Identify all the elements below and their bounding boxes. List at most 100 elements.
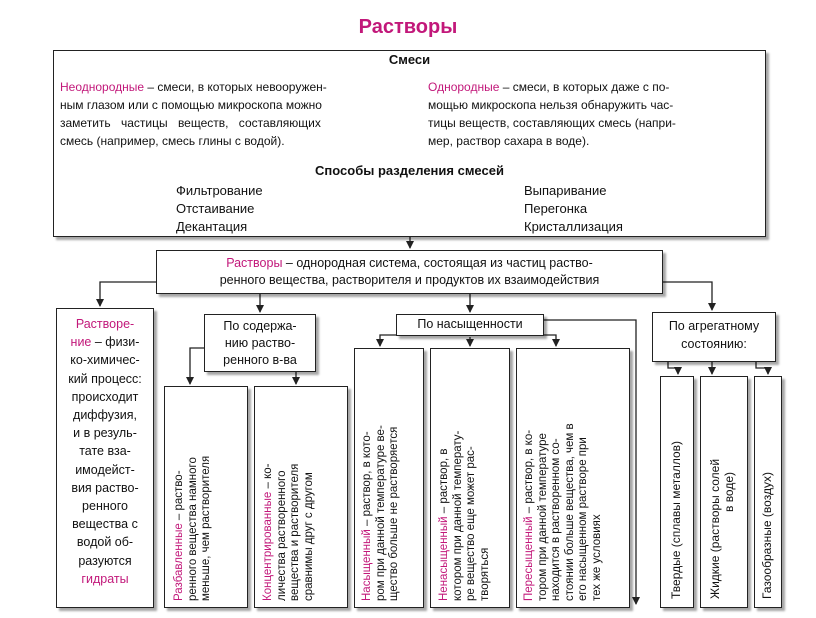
heterogeneous-text: Неоднородные – смеси, в которых невооруж… xyxy=(60,80,410,148)
concentrated-line: сравнимы друг с другом xyxy=(302,472,315,601)
supersaturated-line: тором при данной температуре xyxy=(536,433,549,601)
unsaturated-line: котором при данной температу- xyxy=(451,430,464,601)
heterogeneous-line: – смеси, в которых невооружен- xyxy=(144,80,327,94)
dissolution-line: вещества с xyxy=(72,517,138,532)
gaseous-text: Газообразные (воздух) xyxy=(760,472,774,599)
by-content-header-box: По содержа- нию раство- ренного в-ва xyxy=(204,314,316,372)
method-item: Декантация xyxy=(176,219,248,234)
solutions-definition-box: Растворы – однородная система, состоящая… xyxy=(156,250,663,294)
dilute-box: Разбавленные – раство- ренного вещества … xyxy=(164,386,248,608)
saturated-line: – раствор, в кото- xyxy=(361,431,373,530)
dissolution-line: вия раство- xyxy=(71,480,139,495)
heterogeneous-line: смесь (например, смесь глины с водой). xyxy=(60,134,285,148)
by-content-header-line: По содержа- xyxy=(223,319,297,333)
dissolution-line: диффузия, xyxy=(73,408,137,423)
unsaturated-box: Ненасыщенный – раствор, в котором при да… xyxy=(430,348,510,608)
arrow-to-gaseous xyxy=(755,362,772,375)
methods-right: Выпаривание Перегонка Кристаллизация xyxy=(524,182,684,236)
arrow-to-saturated xyxy=(376,334,400,347)
by-saturation-header-box: По насыщенности xyxy=(396,314,544,336)
solutions-term: Растворы xyxy=(226,256,283,270)
arrow-to-solid xyxy=(667,362,682,375)
dissolution-line: ренного xyxy=(82,499,128,514)
supersaturated-line: его насыщенном растворе при xyxy=(577,437,589,601)
heterogeneous-term: Неоднородные xyxy=(60,80,145,94)
method-item: Перегонка xyxy=(524,201,588,216)
mixtures-box xyxy=(53,50,766,237)
concentrated-text: Концентрированные – ко- личества раствор… xyxy=(262,395,316,601)
dilute-line: – раство- xyxy=(173,470,185,524)
concentrated-line: личества растворенного xyxy=(275,470,288,601)
homogeneous-term: Однородные xyxy=(428,80,500,94)
supersaturated-line: – раствор, в ко- xyxy=(523,429,535,517)
dissolution-line: разуются xyxy=(78,553,132,568)
method-item: Отстаивание xyxy=(176,201,255,216)
arrow-to-dilute xyxy=(186,347,210,385)
homogeneous-line: мощью микроскопа нельзя обнаружить час- xyxy=(428,98,674,112)
dissolution-line: тате вза- xyxy=(79,444,131,459)
solid-box: Твердые (сплавы металлов) xyxy=(660,376,694,608)
unsaturated-line: – раствор, в xyxy=(438,448,450,517)
by-content-header-line: ренного в-ва xyxy=(223,353,297,367)
arrow-saturation-right xyxy=(544,319,640,605)
supersaturated-line: стоянии больше вещества, чем в xyxy=(563,423,576,601)
homogeneous-text: Однородные – смеси, в которых даже с по-… xyxy=(428,80,760,148)
arrow-to-by-state xyxy=(663,281,716,311)
heterogeneous-line: ным глазом или с помощью микроскопа можн… xyxy=(60,98,322,112)
solid-text: Твердые (сплавы металлов) xyxy=(669,441,683,599)
dissolution-line: – физи- xyxy=(91,335,140,350)
method-item: Фильтрование xyxy=(176,183,263,198)
dissolution-line: кий процесс: xyxy=(68,371,142,386)
supersaturated-box: Пересыщенный – раствор, в ко- тором при … xyxy=(516,348,630,608)
dissolution-term: ние xyxy=(70,335,92,350)
dissolution-line: имодейст- xyxy=(75,462,135,477)
mixtures-header: Смеси xyxy=(388,52,431,67)
concentrated-term: Концентрированные xyxy=(262,491,274,601)
by-saturation-header: По насыщенности xyxy=(417,317,523,331)
concentrated-box: Концентрированные – ко- личества раствор… xyxy=(254,386,348,608)
arrow-to-dissolution xyxy=(96,281,156,307)
supersaturated-text: Пересыщенный – раствор, в ко- тором при … xyxy=(523,357,604,601)
supersaturated-term: Пересыщенный xyxy=(523,516,535,601)
dissolution-box: Растворе- ние – физи- ко-химичес- кий пр… xyxy=(56,308,154,608)
saturated-text: Насыщенный – раствор, в кото- ром при да… xyxy=(361,357,402,601)
by-state-header-line: По агрегатному xyxy=(668,319,760,333)
dilute-term: Разбавленные xyxy=(173,523,185,601)
solutions-def-line: – однородная система, состоящая из части… xyxy=(282,256,593,270)
saturated-box: Насыщенный – раствор, в кото- ром при да… xyxy=(354,348,424,608)
liquid-text: Жидкие (растворы солей в воде) xyxy=(708,385,736,599)
unsaturated-line: ре вещество еще может рас- xyxy=(465,446,477,601)
saturated-term: Насыщенный xyxy=(361,529,373,601)
supersaturated-line: тех же условиях xyxy=(590,514,603,601)
gaseous-box: Газообразные (воздух) xyxy=(754,376,782,608)
liquid-line: в воде) xyxy=(721,471,736,513)
saturated-line: щество больше не растворяется xyxy=(388,426,400,601)
dissolution-term: Растворе- xyxy=(75,317,135,331)
concentrated-line: вещества и растворителя xyxy=(289,463,301,601)
methods-left: Фильтрование Отстаивание Декантация xyxy=(176,182,336,236)
arrow-to-supersaturated xyxy=(540,334,560,347)
by-state-header-box: По агрегатному состоянию: xyxy=(652,312,776,362)
dissolution-line: водой об- xyxy=(76,535,134,550)
heterogeneous-line: заметить частицы веществ, составляющих xyxy=(60,116,321,130)
dissolution-line: и в резуль- xyxy=(73,426,137,441)
page-title: Растворы xyxy=(358,16,458,38)
dissolution-line: ко-химичес- xyxy=(70,353,140,368)
liquid-box: Жидкие (растворы солей в воде) xyxy=(700,376,748,608)
homogeneous-line: тицы веществ, составляющих смесь (напри- xyxy=(428,116,676,130)
separation-header: Способы разделения смесей xyxy=(315,163,504,178)
supersaturated-line: находится в растворенном со- xyxy=(550,438,562,601)
method-item: Кристаллизация xyxy=(524,219,623,234)
unsaturated-line: творяться xyxy=(478,547,491,601)
concentrated-line: – ко- xyxy=(262,463,274,492)
unsaturated-text: Ненасыщенный – раствор, в котором при да… xyxy=(438,357,492,601)
by-content-header-line: нию раство- xyxy=(224,336,296,350)
homogeneous-line: – смеси, в которых даже с по- xyxy=(499,80,670,94)
dilute-text: Разбавленные – раство- ренного вещества … xyxy=(173,395,214,601)
liquid-line: Жидкие (растворы солей xyxy=(708,458,722,599)
dilute-line: меньше, чем растворителя xyxy=(200,455,212,601)
by-state-header-line: состоянию: xyxy=(681,337,747,351)
dilute-line: ренного вещества намного xyxy=(186,457,199,601)
hydrates-term: гидраты xyxy=(81,571,129,586)
homogeneous-line: мер, раствор сахара в воде). xyxy=(428,134,590,148)
